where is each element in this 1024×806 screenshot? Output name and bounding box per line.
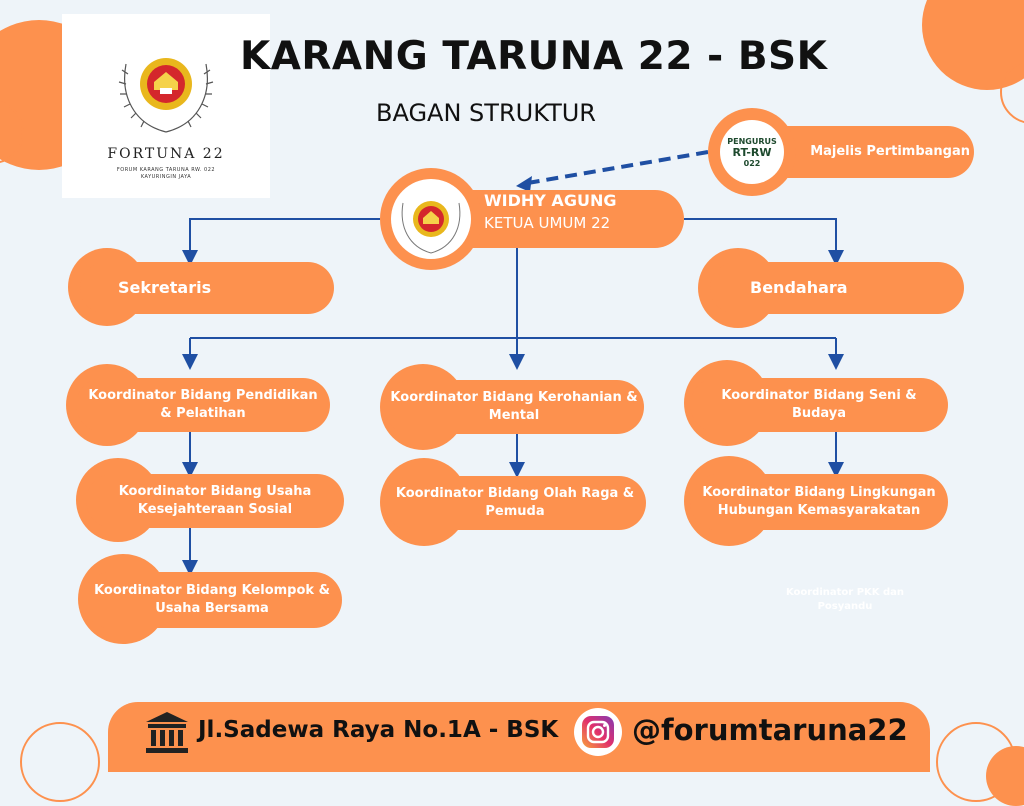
footer-instagram-handle[interactable]: @forumtaruna22 <box>632 713 908 747</box>
advisor-label: Majelis Pertimbangan <box>810 144 970 159</box>
chair-role: KETUA UMUM 22 <box>484 214 611 232</box>
coord-olahraga-label: Koordinator Bidang Olah Raga & Pemuda <box>395 486 635 519</box>
logo-sub-line1: FORUM KARANG TARUNA RW. 022 <box>116 167 216 173</box>
connector-to-secretary <box>182 218 380 266</box>
emblem-icon <box>401 201 461 254</box>
logo: FORTUNA 22 FORUM KARANG TARUNA RW. 022 K… <box>62 14 270 198</box>
coord-kerohanian: Koordinator Bidang Kerohanian & Mental <box>384 380 644 434</box>
coord-lingkungan-label: Koordinator Bidang Lingkungan Hubungan K… <box>702 485 936 518</box>
coord-pendidikan-label: Koordinator Bidang Pendidikan & Pelatiha… <box>88 388 318 421</box>
dashed-advisor-arrow <box>521 150 709 186</box>
logo-sub-line2: KAYURINGIN JAYA <box>140 174 192 180</box>
connector-to-treasurer <box>684 218 844 266</box>
coord-usaha-label: Koordinator Bidang Usaha Kesejahteraan S… <box>118 484 312 517</box>
badge-line2: RT-RW <box>732 145 772 159</box>
coord-kelompok: Koordinator Bidang Kelompok & Usaha Bers… <box>82 572 342 628</box>
treasurer-box: Bendahara <box>710 262 964 314</box>
page-title: KARANG TARUNA 22 - BSK <box>240 34 828 79</box>
advisor-badge-inner: PENGURUS RT-RW 022 <box>720 120 784 184</box>
coord-olahraga: Koordinator Bidang Olah Raga & Pemuda <box>384 476 646 530</box>
laurel-emblem-icon <box>118 58 214 133</box>
coord-usaha: Koordinator Bidang Usaha Kesejahteraan S… <box>86 474 344 528</box>
treasurer-label: Bendahara <box>750 278 848 297</box>
chair-name: WIDHY AGUNG <box>484 191 617 210</box>
coord-pkk-label: Koordinator PKK dan Posyandu <box>785 587 905 612</box>
logo-name: FORTUNA 22 <box>107 146 225 162</box>
org-connectors <box>182 150 844 576</box>
badge-line3: 022 <box>743 158 761 168</box>
instagram-icon-circle[interactable] <box>574 708 622 756</box>
secretary-box: Sekretaris <box>80 262 334 314</box>
coord-kerohanian-label: Koordinator Bidang Kerohanian & Mental <box>390 390 638 423</box>
secretary-label: Sekretaris <box>118 278 212 297</box>
coord-pendidikan: Koordinator Bidang Pendidikan & Pelatiha… <box>76 378 330 432</box>
coord-kelompok-label: Koordinator Bidang Kelompok & Usaha Bers… <box>94 583 330 616</box>
coord-lingkungan: Koordinator Bidang Lingkungan Hubungan K… <box>690 474 948 530</box>
instagram-icon <box>582 716 614 748</box>
badge-line1: PENGURUS <box>727 136 777 146</box>
coord-pkk: Koordinator PKK dan Posyandu <box>770 586 920 614</box>
building-icon <box>146 712 188 753</box>
page-subtitle: BAGAN STRUKTUR <box>376 99 596 127</box>
coord-seni: Koordinator Bidang Seni & Budaya <box>690 378 948 432</box>
chair-badge-inner <box>391 179 471 259</box>
footer-bar <box>108 702 930 772</box>
footer-address: Jl.Sadewa Raya No.1A - BSK <box>198 717 559 743</box>
arrow-icon <box>516 176 532 192</box>
logo-subtitle: FORUM KARANG TARUNA RW. 022 KAYURINGIN J… <box>62 167 270 181</box>
coord-seni-label: Koordinator Bidang Seni & Budaya <box>721 388 917 421</box>
